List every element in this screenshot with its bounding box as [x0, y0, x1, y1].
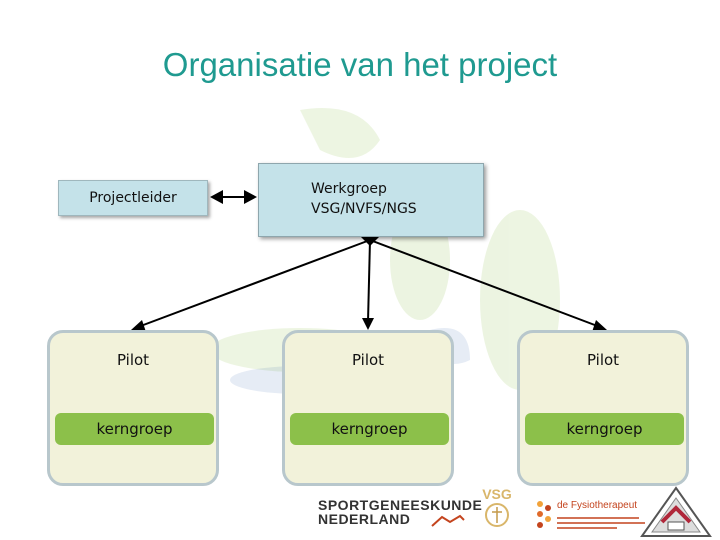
arrowhead-top-hub: [360, 236, 380, 246]
kerngroep-label: kerngroep: [525, 413, 684, 445]
vsg-logo-text: VSG: [482, 486, 512, 502]
vsg-emblem-icon: [485, 503, 509, 527]
runner-mark-icon: [431, 514, 465, 527]
sportgeneeskunde-logo: SPORTGENEESKUNDE NEDERLAND: [318, 498, 482, 526]
arrow-to-pilot-left: [137, 239, 371, 328]
arrowhead-left: [210, 190, 223, 204]
kerngroep-label: kerngroep: [55, 413, 214, 445]
pilot-label: Pilot: [351, 351, 385, 369]
werkgroep-label: Werkgroep: [311, 181, 387, 197]
arrowhead-right: [244, 190, 257, 204]
pilot-group-left: Pilot kerngroep: [47, 330, 219, 486]
arrow-to-pilot-right: [369, 239, 601, 328]
slide-title: Organisatie van het project: [162, 46, 558, 83]
projectleider-label: Projectleider: [89, 190, 177, 206]
werkgroep-members: VSG/NVFS/NGS: [311, 201, 417, 217]
pilot-group-right: Pilot kerngroep: [517, 330, 689, 486]
sportgeneeskunde-line2: NEDERLAND: [318, 511, 411, 527]
vsg-logo: VSG: [470, 486, 524, 533]
fysiotherapeut-dots-icon: [537, 501, 551, 528]
pilot-label: Pilot: [586, 351, 620, 369]
arrowhead-pilot-center: [362, 318, 374, 330]
werkgroep-box: Werkgroep VSG/NVFS/NGS: [258, 163, 484, 237]
projectleider-box: Projectleider: [58, 180, 208, 216]
arrowhead-pilot-left: [131, 320, 146, 332]
sportgeneeskunde-line1: SPORTGENEESKUNDE: [318, 497, 483, 513]
fysiotherapeut-subtitle-scribble: [557, 515, 647, 530]
arrow-to-pilot-center: [367, 239, 371, 323]
fysiotherapeut-name: de Fysiotherapeut: [557, 500, 638, 511]
pilot-label: Pilot: [116, 351, 150, 369]
ngs-emblem-icon: [640, 486, 712, 537]
arrowhead-pilot-right: [592, 320, 607, 332]
pilot-group-center: Pilot kerngroep: [282, 330, 454, 486]
kerngroep-label: kerngroep: [290, 413, 449, 445]
